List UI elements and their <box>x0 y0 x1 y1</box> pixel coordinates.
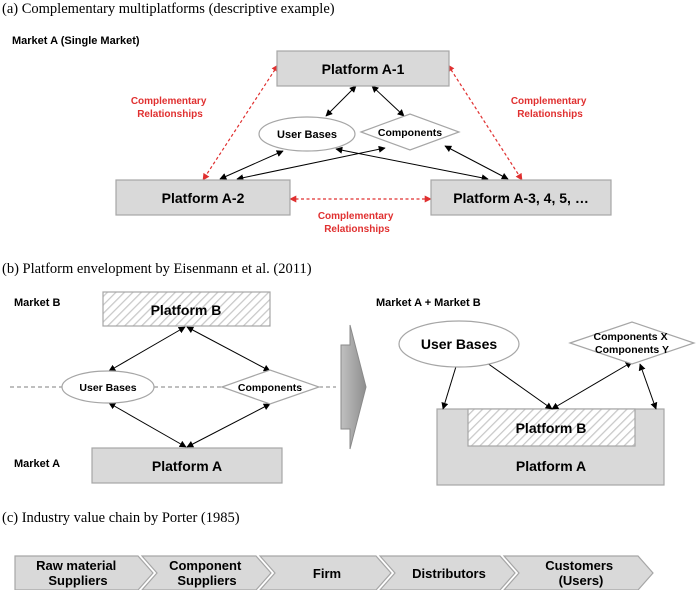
panel-a-caption: (a) Complementary multiplatforms (descri… <box>2 1 335 17</box>
pb-user-bases-label: User Bases <box>79 382 136 394</box>
transition-arrow-icon <box>340 324 367 450</box>
value-chain-step-5 <box>502 555 654 590</box>
platform-a-label: Platform A <box>152 458 222 474</box>
arrow-pb-components <box>186 326 271 372</box>
rel-link-left <box>202 64 279 181</box>
value-chain-step-4-label: Distributors <box>412 566 486 581</box>
arrow-pa-userbases <box>108 402 187 448</box>
arrow-right-comp-pa <box>638 363 658 410</box>
value-chain-step-5-label: Customers (Users) <box>545 558 617 588</box>
rel-label-bottom: Complementary Relationships <box>318 211 396 235</box>
right-platform-b-box <box>467 408 636 447</box>
arrow-right-comp-pb <box>551 361 633 410</box>
right-market-label: Market A + Market B <box>376 297 481 309</box>
components-diamond <box>359 113 461 151</box>
pb-components-diamond <box>220 369 321 405</box>
rel-label-right: Complementary Relationships <box>511 96 589 120</box>
components-label: Components <box>378 127 442 139</box>
platform-a3-box <box>430 179 612 216</box>
platform-b-box <box>102 291 271 327</box>
arrow-p1-components <box>371 85 405 117</box>
panel-a-market-label: Market A (Single Market) <box>12 35 140 47</box>
arrow-userbases-p3 <box>335 146 489 182</box>
platform-b-label: Platform B <box>151 302 222 318</box>
panel-b-caption: (b) Platform envelopment by Eisenmann et… <box>2 261 312 277</box>
right-platform-b-label: Platform B <box>516 420 587 436</box>
pb-user-bases-ellipse <box>61 370 155 404</box>
arrow-userbases-p2 <box>219 150 284 180</box>
value-chain-step-2 <box>140 555 272 590</box>
value-chain-step-1 <box>14 555 154 590</box>
rel-link-right <box>447 64 523 181</box>
user-bases-label: User Bases <box>277 129 337 141</box>
value-chain-step-1-label: Raw material Suppliers <box>36 558 120 588</box>
platform-a2-label: Platform A-2 <box>162 190 245 206</box>
right-platform-a-label: Platform A <box>516 458 586 474</box>
arrow-components-p3 <box>444 145 509 180</box>
arrow-right-ub-pb <box>479 357 553 410</box>
value-chain-step-4 <box>378 555 516 590</box>
arrow-components-p2 <box>236 145 386 182</box>
user-bases-ellipse <box>258 116 356 152</box>
market-a-label: Market A <box>14 458 60 470</box>
arrow-p1-userbases <box>325 85 357 117</box>
rel-label-left: Complementary Relationships <box>131 96 209 120</box>
value-chain-step-3-label: Firm <box>313 566 341 581</box>
platform-a2-box <box>115 179 291 216</box>
arrow-pb-userbases <box>108 326 186 372</box>
platform-a1-box <box>276 50 450 87</box>
value-chain-step-2-label: Component Suppliers <box>169 558 245 588</box>
platform-a-box <box>91 447 283 484</box>
arrow-pa-components <box>186 403 271 448</box>
right-user-bases-ellipse <box>398 320 520 368</box>
pb-components-label: Components <box>238 382 302 394</box>
panel-c-caption: (c) Industry value chain by Porter (1985… <box>2 510 240 526</box>
market-b-label: Market B <box>14 297 61 309</box>
right-components-label: Components X Components Y <box>593 331 670 356</box>
right-components-diamond <box>568 321 696 365</box>
right-user-bases-label: User Bases <box>421 336 497 352</box>
value-chain-step-3 <box>258 555 392 590</box>
value-chain: Raw material Suppliers Component Supplie… <box>14 555 654 590</box>
platform-a3-label: Platform A-3, 4, 5, … <box>453 190 589 206</box>
platform-a1-label: Platform A-1 <box>322 61 405 77</box>
arrow-right-ub-pa <box>441 359 460 410</box>
